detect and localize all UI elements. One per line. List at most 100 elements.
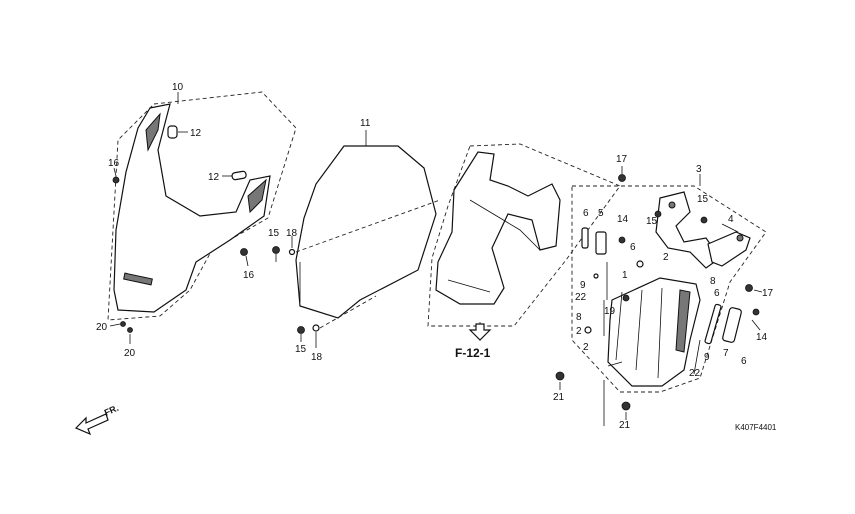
adjuster-rail-slot — [675, 289, 691, 353]
windscreen-mount-line-top — [295, 199, 441, 253]
leader-16a — [113, 167, 117, 177]
callout-12-upper: 12 — [190, 128, 202, 139]
callout-18-windscreen-lower: 18 — [311, 352, 323, 363]
screw-16-right[interactable] — [240, 248, 248, 256]
section-reference[interactable]: F-12-1 — [455, 346, 491, 360]
callout-20-lower: 20 — [124, 348, 136, 359]
leader-4 — [721, 223, 739, 233]
front-cover-emblem — [123, 272, 153, 286]
callout-4: 4 — [728, 214, 734, 225]
adjuster-link-part[interactable] — [707, 231, 751, 267]
adjuster-rail-right — [657, 287, 663, 379]
stay-boundary — [427, 143, 621, 327]
rubber-pad-upper[interactable] — [167, 125, 178, 139]
link-pivot — [736, 234, 744, 242]
front-direction-indicator: FR. — [74, 403, 120, 436]
rubber-pad-lower[interactable] — [231, 170, 247, 181]
bolt-15-bracket[interactable] — [654, 210, 662, 218]
spring-6-left[interactable] — [581, 227, 589, 249]
adjuster-frame-part[interactable] — [607, 277, 701, 387]
leader-17b — [753, 289, 763, 293]
nut-14-right[interactable] — [752, 308, 760, 316]
callout-10: 10 — [172, 82, 184, 93]
callout-2-lower: 2 — [583, 342, 589, 353]
screw-20-upper[interactable] — [120, 321, 126, 327]
nut-14-left[interactable] — [618, 236, 626, 244]
callout-6-right-upper: 6 — [714, 288, 720, 299]
callout-6-right-lower: 6 — [741, 356, 747, 367]
screw-16-left[interactable] — [112, 176, 120, 184]
callout-15-windscreen-lower: 15 — [295, 344, 307, 355]
callout-9-left: 9 — [580, 280, 586, 291]
diagram-code: K407F4401 — [735, 423, 777, 432]
screw-15-upper[interactable] — [272, 246, 280, 254]
collar-2-left[interactable] — [584, 326, 592, 334]
callout-15-windscreen-upper: 15 — [268, 228, 280, 239]
callout-6-upper-right: 6 — [630, 242, 636, 253]
adjuster-boundary — [571, 185, 767, 393]
bolt-21-right[interactable] — [621, 401, 631, 411]
adjuster-rail-center — [635, 289, 643, 371]
callout-labels: 10 12 12 16 16 20 20 11 15 18 15 18 17 3… — [96, 82, 774, 431]
rod-22-right[interactable] — [693, 339, 701, 375]
callout-16-left: 16 — [108, 158, 120, 169]
callout-9-right: 9 — [704, 352, 710, 363]
bolt-15-link[interactable] — [700, 216, 708, 224]
callout-20-left: 20 — [96, 322, 108, 333]
front-cover-part[interactable] — [113, 103, 271, 313]
leader-20a — [109, 323, 121, 327]
callout-2-upper: 2 — [663, 252, 669, 263]
front-direction-label: FR. — [103, 403, 120, 418]
leader-2c — [607, 361, 623, 367]
bolt-17-right[interactable] — [745, 284, 753, 292]
callout-17-top: 17 — [616, 154, 628, 165]
callout-14-upper: 14 — [617, 214, 629, 225]
reference-arrow — [468, 323, 492, 341]
bolt-17-top[interactable] — [618, 174, 626, 182]
callout-19: 19 — [604, 306, 616, 317]
washer-18-upper[interactable] — [288, 248, 296, 256]
leader-16b — [245, 255, 249, 267]
front-cover-left-slot — [145, 112, 161, 152]
slider-7[interactable] — [722, 307, 742, 343]
bracket-pivot — [668, 201, 676, 209]
windscreen-part[interactable] — [295, 145, 437, 319]
screw-15-lower[interactable] — [297, 326, 305, 334]
leader-14b — [751, 319, 761, 331]
callout-3: 3 — [696, 164, 702, 175]
windscreen-group — [272, 130, 441, 348]
callout-8-right: 8 — [710, 276, 716, 287]
front-cover-boundary — [107, 91, 297, 321]
callout-11: 11 — [360, 118, 371, 129]
washer-18-lower[interactable] — [312, 324, 320, 332]
callout-6-upper-left: 6 — [583, 208, 589, 219]
callout-16-right: 16 — [243, 270, 255, 281]
front-direction-arrow — [74, 413, 109, 436]
callout-22-right: 22 — [689, 368, 701, 379]
callout-15-bracket-left: 15 — [646, 216, 658, 227]
callout-5: 5 — [598, 208, 604, 219]
adjuster-rail-left — [615, 291, 623, 361]
bolt-21-left[interactable] — [555, 371, 565, 381]
screw-20-lower[interactable] — [127, 327, 133, 333]
stay-group — [427, 143, 621, 341]
spring-6-right[interactable] — [704, 303, 722, 345]
bolt-19[interactable] — [622, 294, 630, 302]
callout-2-left: 2 — [576, 326, 582, 337]
screen-stay-part[interactable] — [435, 151, 561, 305]
stay-arm-detail-2 — [447, 279, 491, 293]
callout-12-lower: 12 — [208, 172, 220, 183]
callout-14-right: 14 — [756, 332, 768, 343]
washer-9-left[interactable] — [593, 273, 599, 279]
front-cover-group — [107, 91, 297, 344]
callout-21-right: 21 — [619, 420, 631, 431]
callout-17-right: 17 — [762, 288, 774, 299]
collar-2-center[interactable] — [636, 260, 644, 268]
callout-18-windscreen-upper: 18 — [286, 228, 298, 239]
callout-7: 7 — [723, 348, 729, 359]
front-cover-right-slot — [247, 178, 267, 214]
spring-5[interactable] — [595, 231, 607, 255]
stay-arm-detail — [469, 199, 541, 251]
callout-21-left: 21 — [553, 392, 565, 403]
